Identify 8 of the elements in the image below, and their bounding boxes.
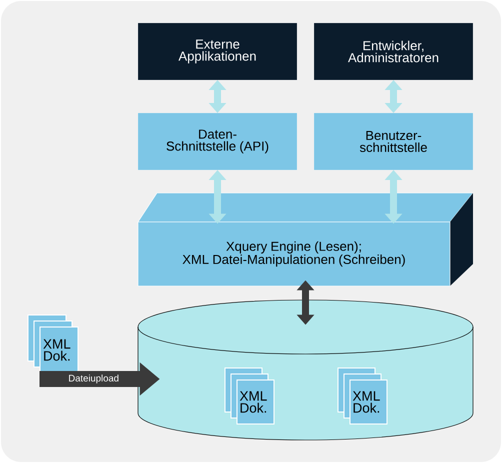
edge-label: Dateiupload (67, 374, 120, 384)
document-stack: XML Dok. (338, 368, 388, 424)
actor-box: Externe Applikationen (138, 22, 298, 80)
document-stack: XML Dok. (224, 368, 274, 424)
actor-box: Entwickler, Administratoren (314, 22, 474, 80)
document-stack: XML Dok. (28, 314, 78, 374)
interface-box: Daten-Schnittstelle (API) (138, 112, 298, 170)
interface-box: Benutzer-schnittstelle (314, 112, 474, 170)
